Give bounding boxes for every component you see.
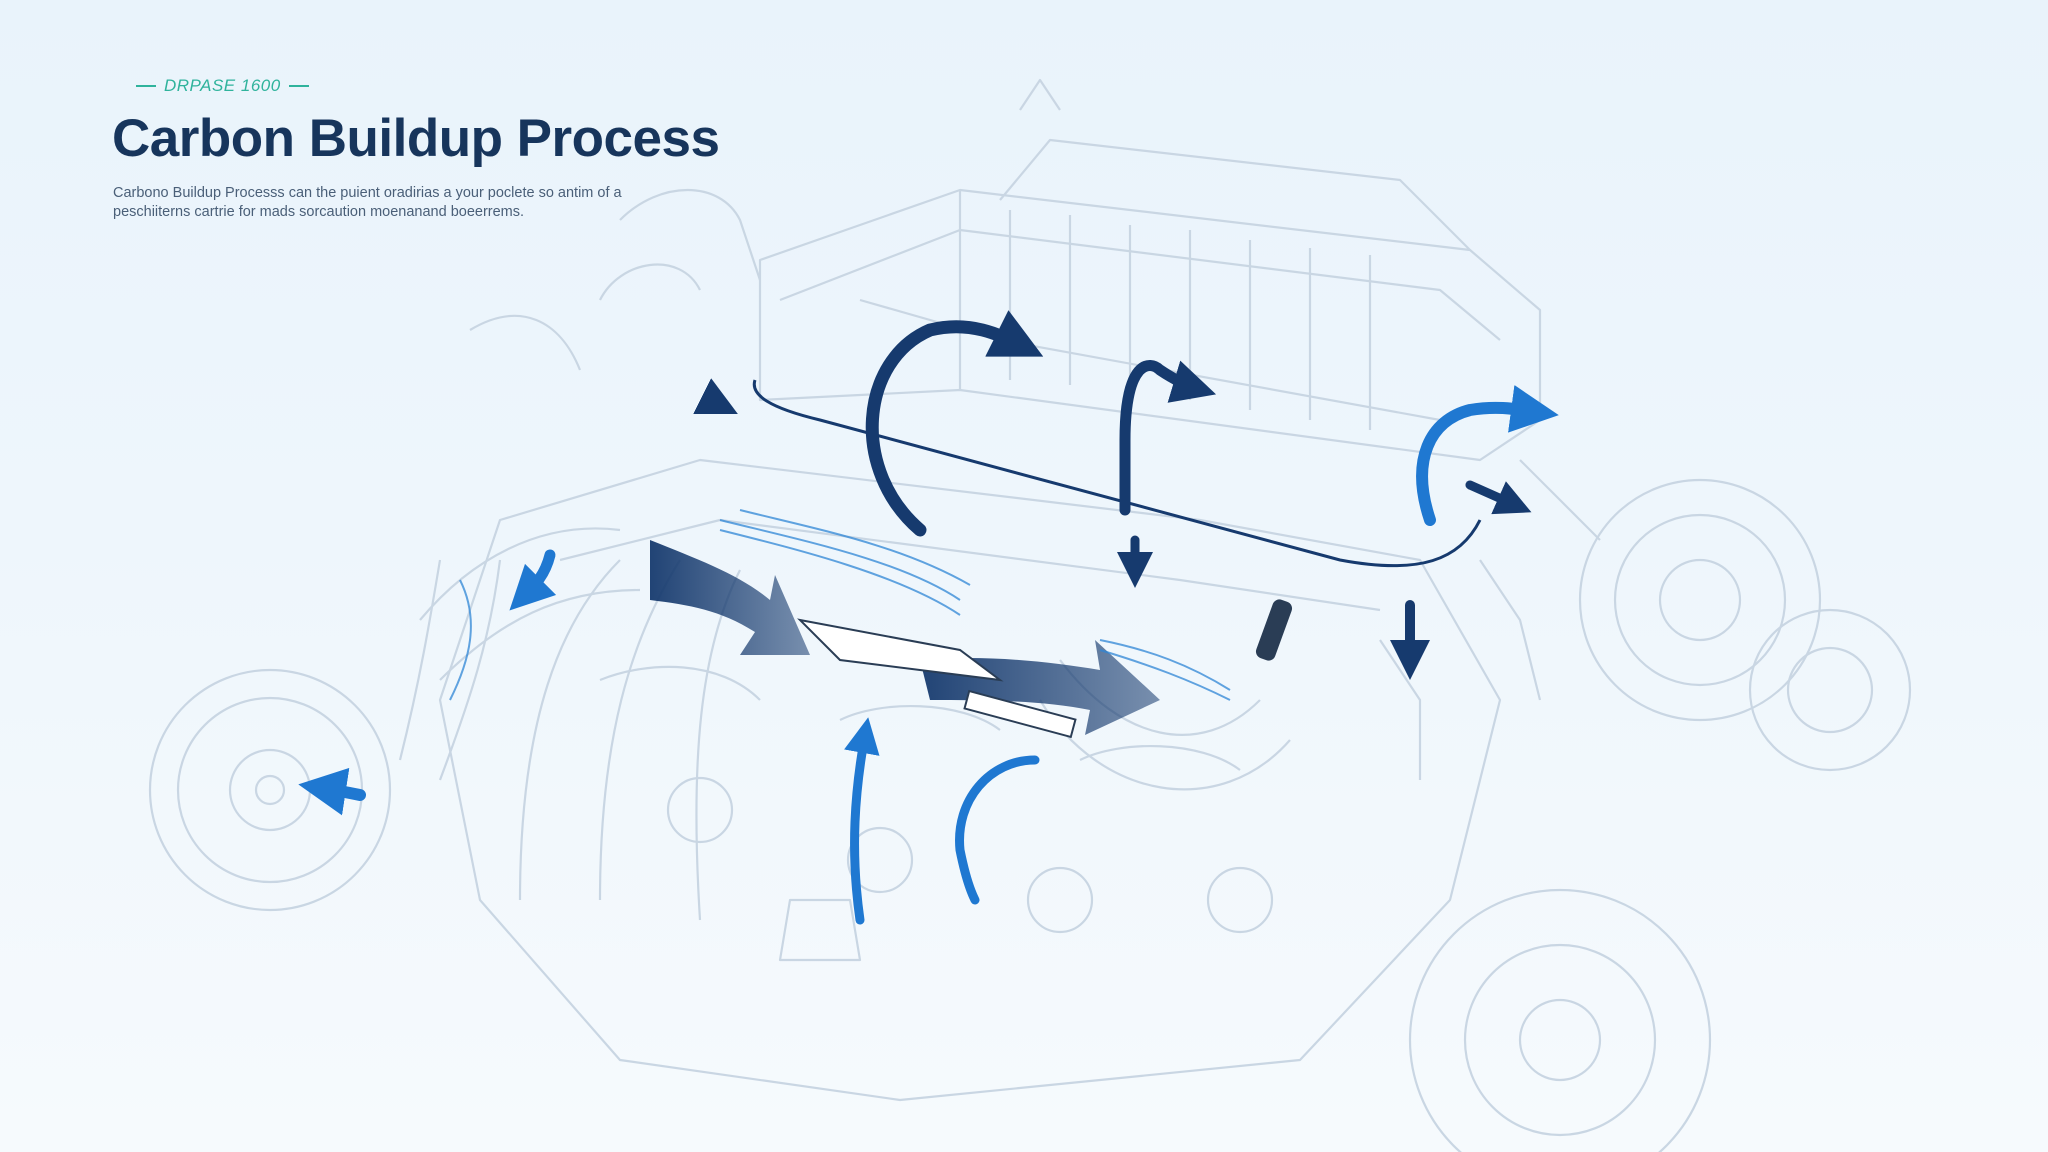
flow-arrow-icon bbox=[1470, 485, 1515, 505]
flow-arrow-icon bbox=[960, 760, 1035, 900]
intake-arrow-icon bbox=[650, 540, 810, 655]
flow-arrow-icon bbox=[855, 735, 865, 920]
flow-arrow-icon bbox=[872, 327, 1020, 530]
flow-arrow-icon bbox=[525, 555, 550, 595]
engine-outline bbox=[150, 80, 1910, 1152]
flow-arrow-icon bbox=[1125, 365, 1195, 510]
flow-arrow-icon bbox=[710, 400, 720, 405]
flow-arrow-icon bbox=[322, 788, 360, 795]
